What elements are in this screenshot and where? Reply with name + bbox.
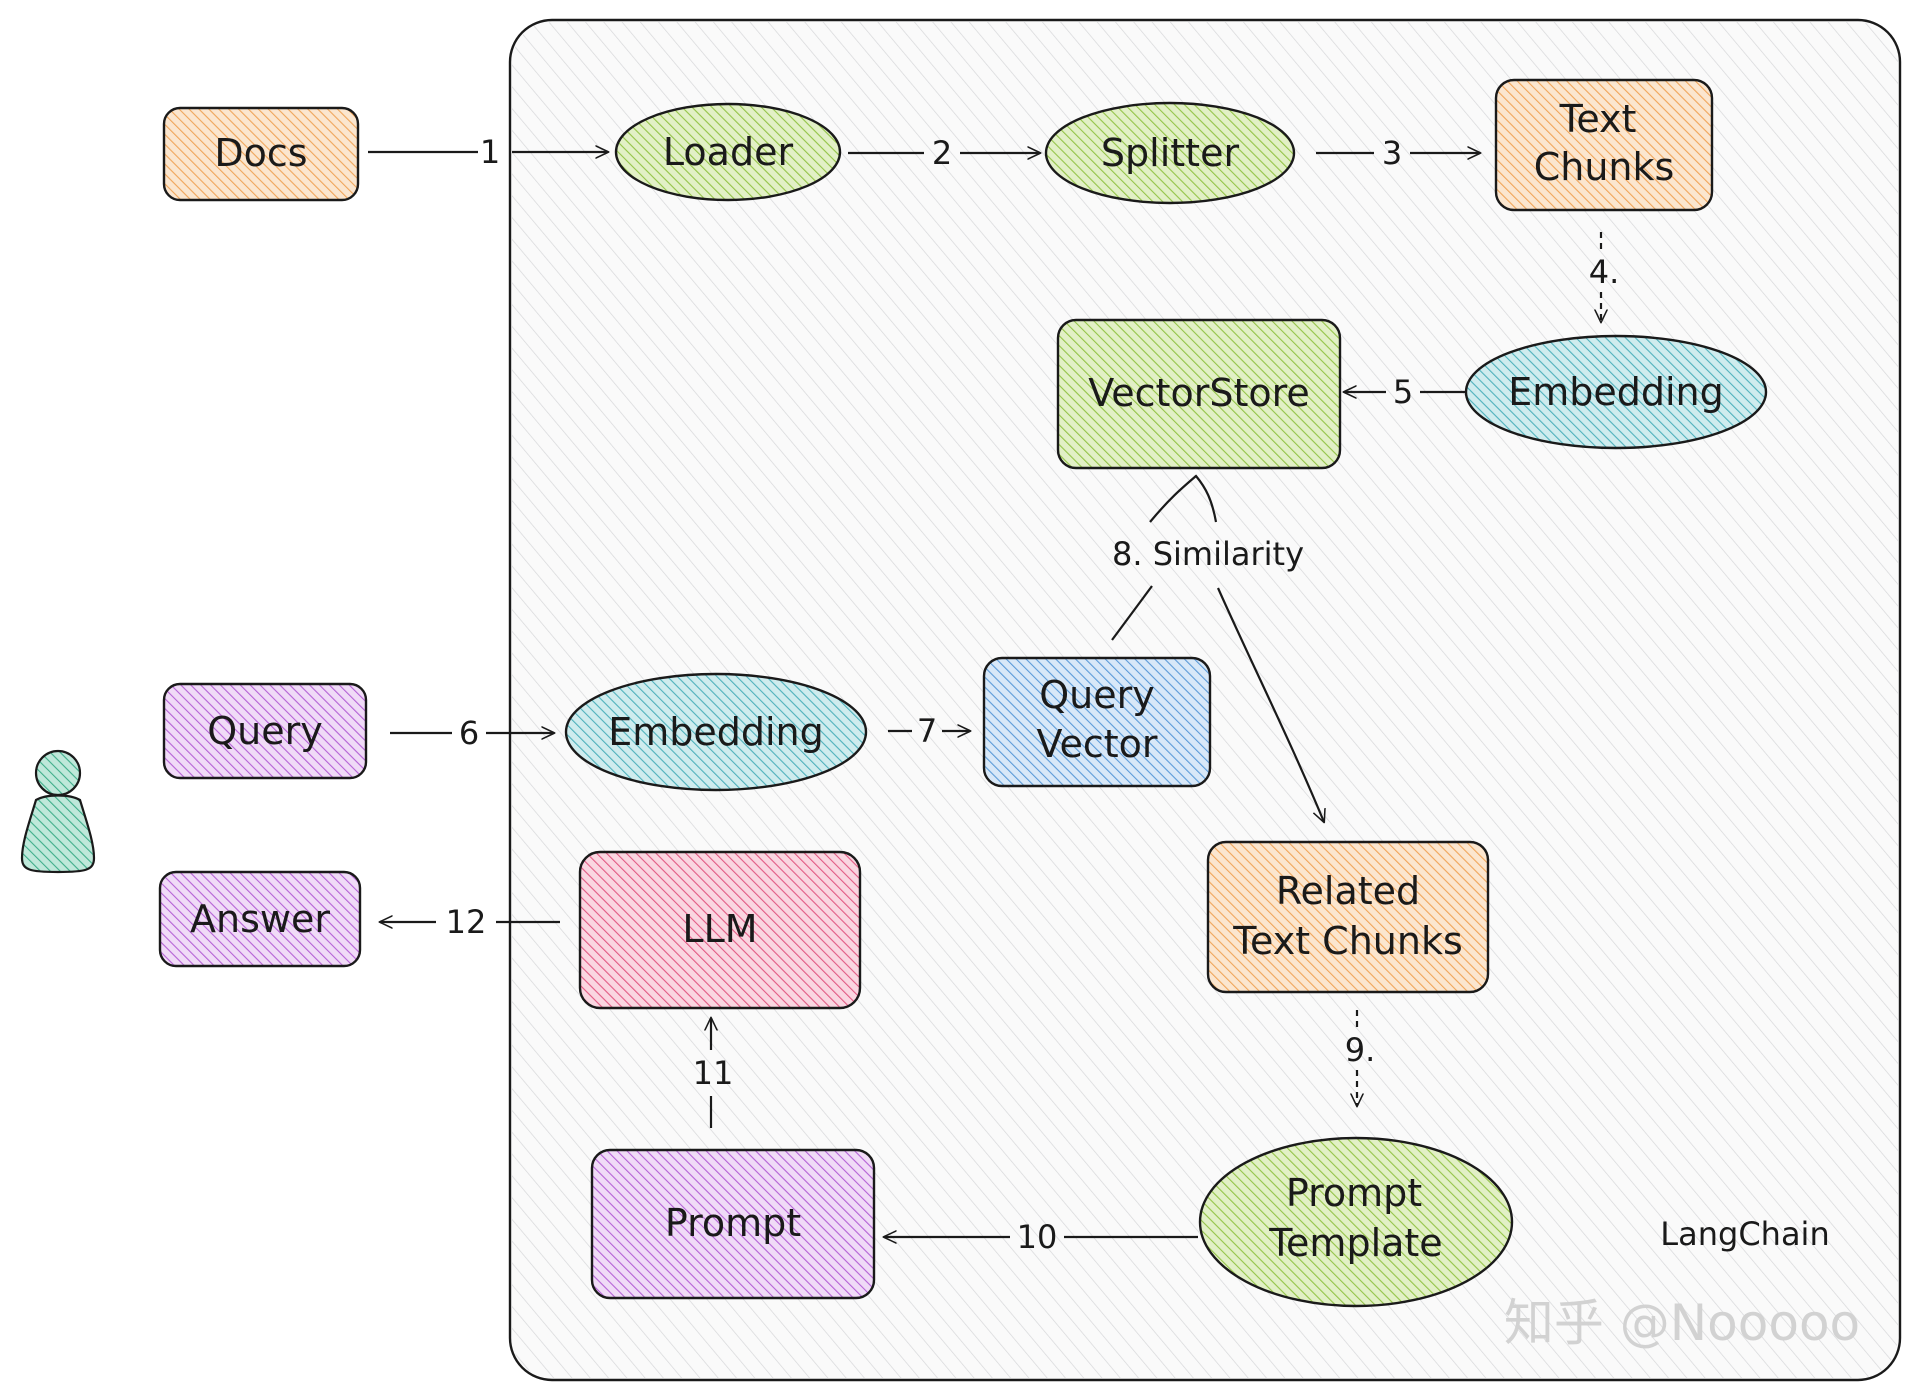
node-query: Query <box>162 682 368 780</box>
edge-label-1: 1 <box>480 133 500 171</box>
edge-query-embedding: 6 <box>390 714 554 752</box>
node-prompt-label: Prompt <box>665 1201 801 1245</box>
node-prompt-template-line2: Template <box>1268 1221 1442 1265</box>
edge-related-prompttemplate: 9. <box>1345 1010 1376 1106</box>
edge-prompt-llm: 11 <box>693 1018 734 1128</box>
node-text-chunks-line2: Chunks <box>1534 145 1675 189</box>
node-vectorstore-label: VectorStore <box>1088 371 1310 415</box>
edge-prompttemplate-prompt: 10 <box>884 1218 1198 1256</box>
edge-label-6: 6 <box>459 714 479 752</box>
node-splitter-label: Splitter <box>1101 131 1240 175</box>
edge-label-9: 9. <box>1345 1031 1376 1069</box>
node-query-vector: Query Vector <box>982 656 1212 788</box>
node-query-vector-line1: Query <box>1039 673 1154 717</box>
edge-label-3: 3 <box>1382 134 1402 172</box>
node-embedding-query-label: Embedding <box>608 710 824 754</box>
edge-label-12: 12 <box>446 903 487 941</box>
node-loader-label: Loader <box>663 130 794 174</box>
node-text-chunks: Text Chunks <box>1494 78 1714 212</box>
node-prompt-template-line1: Prompt <box>1286 1171 1422 1215</box>
edge-embedding-queryvector: 7 <box>888 712 970 750</box>
node-answer-label: Answer <box>190 897 330 941</box>
node-answer: Answer <box>158 870 362 968</box>
person-icon <box>20 749 96 874</box>
node-query-label: Query <box>207 709 322 753</box>
node-embedding-query: Embedding <box>564 672 868 792</box>
edge-label-7: 7 <box>917 712 937 750</box>
node-docs-label: Docs <box>214 131 307 175</box>
node-llm: LLM <box>578 850 862 1010</box>
edge-similarity: 8. Similarity <box>1111 474 1324 822</box>
node-prompt-template: Prompt Template <box>1198 1136 1514 1308</box>
watermark: 知乎 @Nooooo <box>1504 1294 1860 1352</box>
edge-label-10: 10 <box>1017 1218 1058 1256</box>
edge-loader-splitter: 2 <box>848 134 1040 172</box>
edge-label-4: 4. <box>1589 253 1620 291</box>
edge-label-2: 2 <box>932 134 952 172</box>
node-docs: Docs <box>162 106 360 202</box>
edge-label-5: 5 <box>1393 373 1413 411</box>
node-prompt: Prompt <box>590 1148 876 1300</box>
node-related-line1: Related <box>1276 869 1420 913</box>
node-query-vector-line2: Vector <box>1036 722 1157 766</box>
node-related-line2: Text Chunks <box>1232 919 1463 963</box>
node-vectorstore: VectorStore <box>1056 318 1342 470</box>
edge-llm-answer: 12 <box>380 903 560 941</box>
edge-chunks-embedding: 4. <box>1589 232 1620 322</box>
node-embedding-doc-label: Embedding <box>1508 370 1724 414</box>
node-loader: Loader <box>614 102 842 202</box>
node-splitter: Splitter <box>1044 101 1296 205</box>
edge-splitter-chunks: 3 <box>1316 134 1480 172</box>
edge-label-8: 8. Similarity <box>1112 535 1304 573</box>
edge-label-11: 11 <box>693 1054 734 1092</box>
node-related-text-chunks: Related Text Chunks <box>1206 840 1490 994</box>
node-llm-label: LLM <box>682 907 757 951</box>
edge-embedding-vectorstore: 5 <box>1344 373 1466 411</box>
node-text-chunks-line1: Text <box>1559 97 1637 141</box>
node-embedding-doc: Embedding <box>1464 334 1768 450</box>
langchain-label: LangChain <box>1660 1215 1829 1253</box>
edge-docs-loader: 1 <box>368 133 608 171</box>
